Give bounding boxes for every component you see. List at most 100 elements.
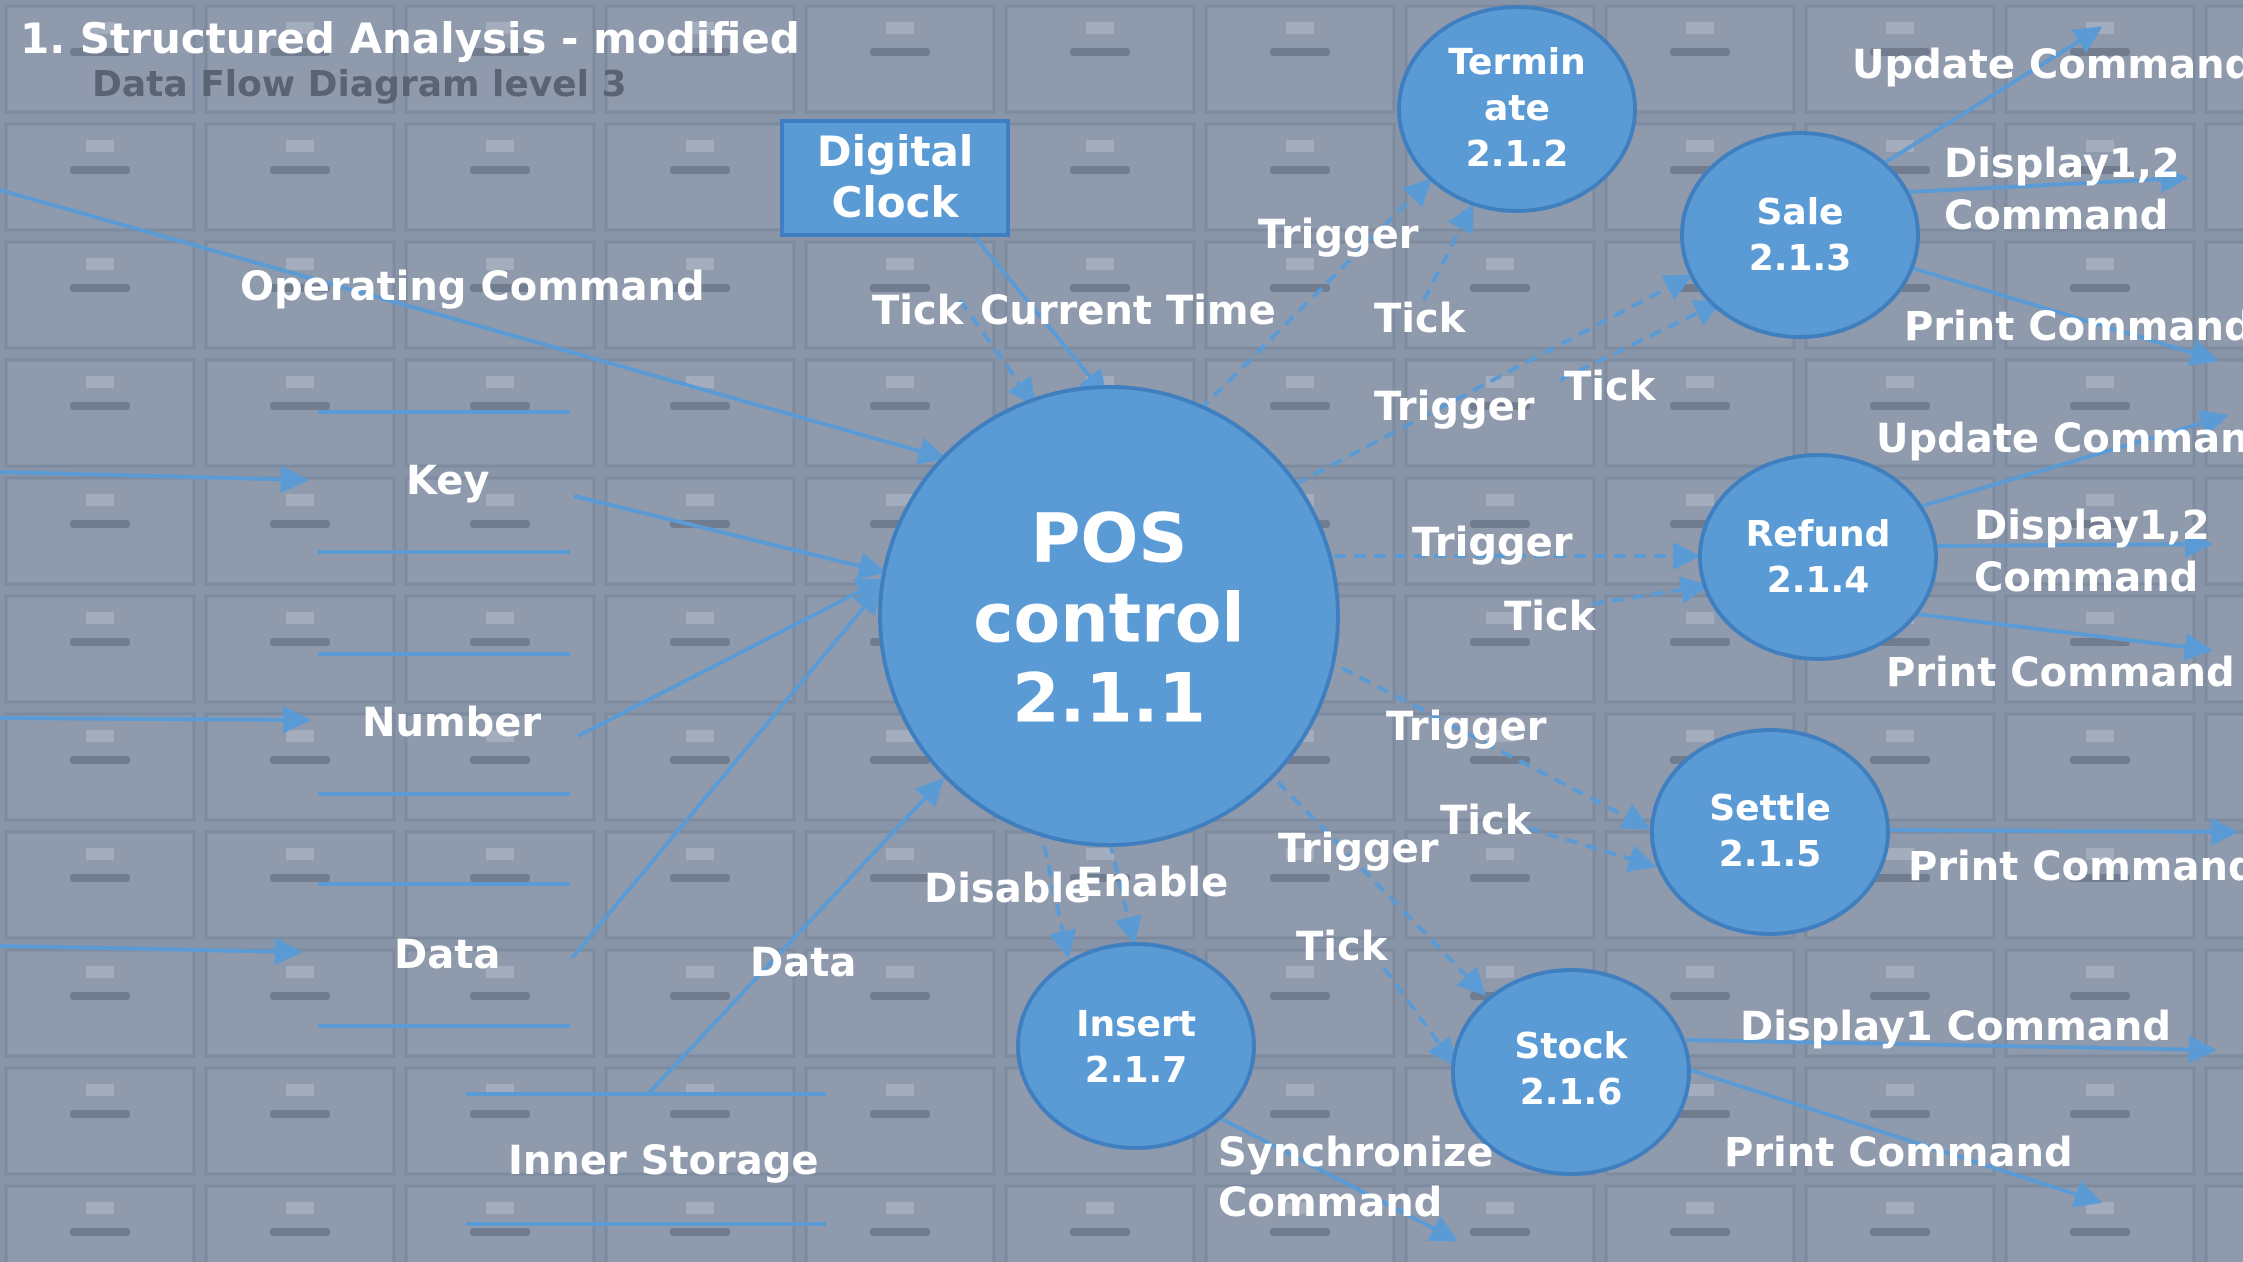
process-insert-circle bbox=[1016, 942, 1256, 1150]
flow-label-tick-clock: Tick bbox=[872, 288, 964, 334]
digital-clock-line1: Digital bbox=[816, 127, 974, 176]
flow-inner-data-pos bbox=[646, 777, 944, 1096]
flow-insert-sync bbox=[1219, 1116, 1459, 1242]
flow-in-key bbox=[0, 465, 309, 494]
flow-label-sync: Synchronize Command bbox=[1218, 1128, 1493, 1228]
flow-label-sale-update: Update Command bbox=[1852, 42, 2243, 88]
process-insert-name: Insert bbox=[1076, 1003, 1196, 1045]
flow-label-sale-display: Display1,2 Command bbox=[1944, 138, 2180, 242]
process-terminate-name-1: Termin bbox=[1448, 41, 1586, 83]
process-sale-label: Sale 2.1.3 bbox=[1749, 190, 1852, 282]
page-subtitle: Data Flow Diagram level 3 bbox=[92, 64, 627, 105]
dashed-flows bbox=[958, 178, 1723, 1067]
flow-number-pos bbox=[577, 578, 885, 738]
flow-key-pos bbox=[573, 494, 887, 580]
process-settle-circle bbox=[1650, 728, 1890, 936]
flow-label-tick-stock: Tick bbox=[1296, 924, 1388, 970]
flow-label-trigger-stock: Trigger bbox=[1278, 826, 1439, 872]
flow-in-data bbox=[0, 937, 303, 966]
flow-refund-update bbox=[1921, 409, 2229, 508]
flow-tick-settle bbox=[1527, 826, 1657, 873]
flow-label-refund-display: Display1,2 Command bbox=[1974, 500, 2210, 604]
flow-in-number bbox=[0, 705, 311, 734]
page-title: 1. Structured Analysis - modified bbox=[20, 14, 800, 63]
process-insert-number: 2.1.7 bbox=[1084, 1050, 1188, 1091]
process-pos-name-2: control bbox=[973, 579, 1245, 659]
flow-label-refund-print: Print Command bbox=[1886, 650, 2235, 696]
data-stores-lines bbox=[318, 410, 826, 1226]
flow-current-time bbox=[972, 234, 1108, 399]
flow-label-tick-sale: Tick bbox=[1564, 364, 1656, 410]
store-inner-storage-label: Inner Storage bbox=[508, 1138, 819, 1184]
flow-label-trigger-settle: Trigger bbox=[1386, 704, 1547, 750]
process-insert-label: Insert 2.1.7 bbox=[1076, 1002, 1196, 1094]
flow-label-enable: Enable bbox=[1076, 860, 1229, 906]
flow-refund-print bbox=[1915, 612, 2213, 661]
flow-enable bbox=[1108, 841, 1142, 945]
flow-label-stock-print: Print Command bbox=[1724, 1130, 2073, 1176]
flow-sale-update bbox=[1884, 26, 2103, 164]
process-settle-name: Settle bbox=[1709, 787, 1831, 829]
process-terminate-label: Termin ate 2.1.2 bbox=[1448, 40, 1585, 178]
flow-label-sync-2: Command bbox=[1218, 1180, 1443, 1226]
flow-disable bbox=[1038, 825, 1077, 959]
flow-settle-print bbox=[1889, 817, 2239, 846]
process-sale-number: 2.1.3 bbox=[1748, 238, 1852, 279]
flow-stock-display bbox=[1685, 1035, 2217, 1064]
store-data-label: Data bbox=[394, 932, 501, 978]
flow-label-disable: Disable bbox=[924, 866, 1092, 912]
flow-label-trigger-sale: Trigger bbox=[1374, 384, 1535, 430]
solid-flows bbox=[0, 26, 2239, 1242]
flow-sale-display bbox=[1907, 165, 2189, 194]
digital-clock-box bbox=[780, 119, 1010, 237]
flow-trigger-stock bbox=[1276, 780, 1486, 997]
flow-label-sync-1: Synchronize bbox=[1218, 1130, 1494, 1176]
flow-sale-print bbox=[1911, 266, 2219, 367]
process-terminate-circle bbox=[1397, 5, 1637, 213]
process-settle-number: 2.1.5 bbox=[1718, 834, 1822, 875]
process-pos-number: 2.1.1 bbox=[1012, 660, 1206, 740]
flow-label-refund-update: Update Command bbox=[1876, 416, 2243, 462]
digital-clock-label: Digital Clock bbox=[782, 126, 1008, 228]
flow-label-tick-settle: Tick bbox=[1440, 798, 1532, 844]
process-refund-number: 2.1.4 bbox=[1766, 560, 1870, 601]
flow-stock-print bbox=[1689, 1068, 2103, 1208]
flow-label-sale-display-1: Display1,2 bbox=[1944, 141, 2180, 187]
process-refund-circle bbox=[1698, 453, 1938, 661]
process-terminate-name-2: ate bbox=[1484, 87, 1550, 129]
process-bubbles bbox=[878, 5, 1938, 1176]
flow-tick-clock bbox=[958, 298, 1036, 407]
flow-label-refund-display-1: Display1,2 bbox=[1974, 503, 2210, 549]
flow-label-tick-terminate: Tick bbox=[1374, 296, 1466, 342]
flow-data-pos bbox=[570, 585, 882, 960]
process-pos-label: POS control 2.1.1 bbox=[973, 500, 1245, 741]
flow-trigger-sale bbox=[1295, 274, 1693, 486]
flow-label-sale-display-2: Command bbox=[1944, 193, 2169, 239]
digital-clock-line2: Clock bbox=[831, 178, 959, 228]
flow-label-sale-print: Print Command bbox=[1904, 304, 2243, 350]
flow-label-current-time: Current Time bbox=[980, 288, 1276, 334]
flow-label-trigger-terminate: Trigger bbox=[1258, 212, 1419, 258]
flow-label-settle-print: Print Command bbox=[1908, 844, 2243, 890]
process-stock-label: Stock 2.1.6 bbox=[1514, 1024, 1627, 1116]
store-key-label: Key bbox=[406, 458, 490, 504]
flow-trigger-settle bbox=[1341, 666, 1651, 830]
process-refund-label: Refund 2.1.4 bbox=[1746, 512, 1891, 604]
flow-label-refund-display-2: Command bbox=[1974, 555, 2199, 601]
flow-label-data-inner: Data bbox=[750, 940, 857, 986]
process-terminate-number: 2.1.2 bbox=[1465, 134, 1569, 176]
process-sale-circle bbox=[1680, 131, 1920, 339]
flow-refund-display bbox=[1933, 530, 2213, 559]
process-stock-number: 2.1.6 bbox=[1519, 1072, 1623, 1113]
process-stock-name: Stock bbox=[1514, 1025, 1628, 1067]
flow-tick-terminate bbox=[1422, 203, 1474, 301]
flow-tick-sale bbox=[1559, 300, 1723, 382]
flow-label-stock-display: Display1 Command bbox=[1740, 1004, 2171, 1050]
flow-label-operating-command: Operating Command bbox=[240, 264, 705, 310]
process-stock-circle bbox=[1451, 968, 1691, 1176]
flow-label-tick-refund: Tick bbox=[1504, 594, 1596, 640]
flow-label-trigger-refund: Trigger bbox=[1412, 520, 1573, 566]
process-settle-label: Settle 2.1.5 bbox=[1709, 786, 1831, 878]
